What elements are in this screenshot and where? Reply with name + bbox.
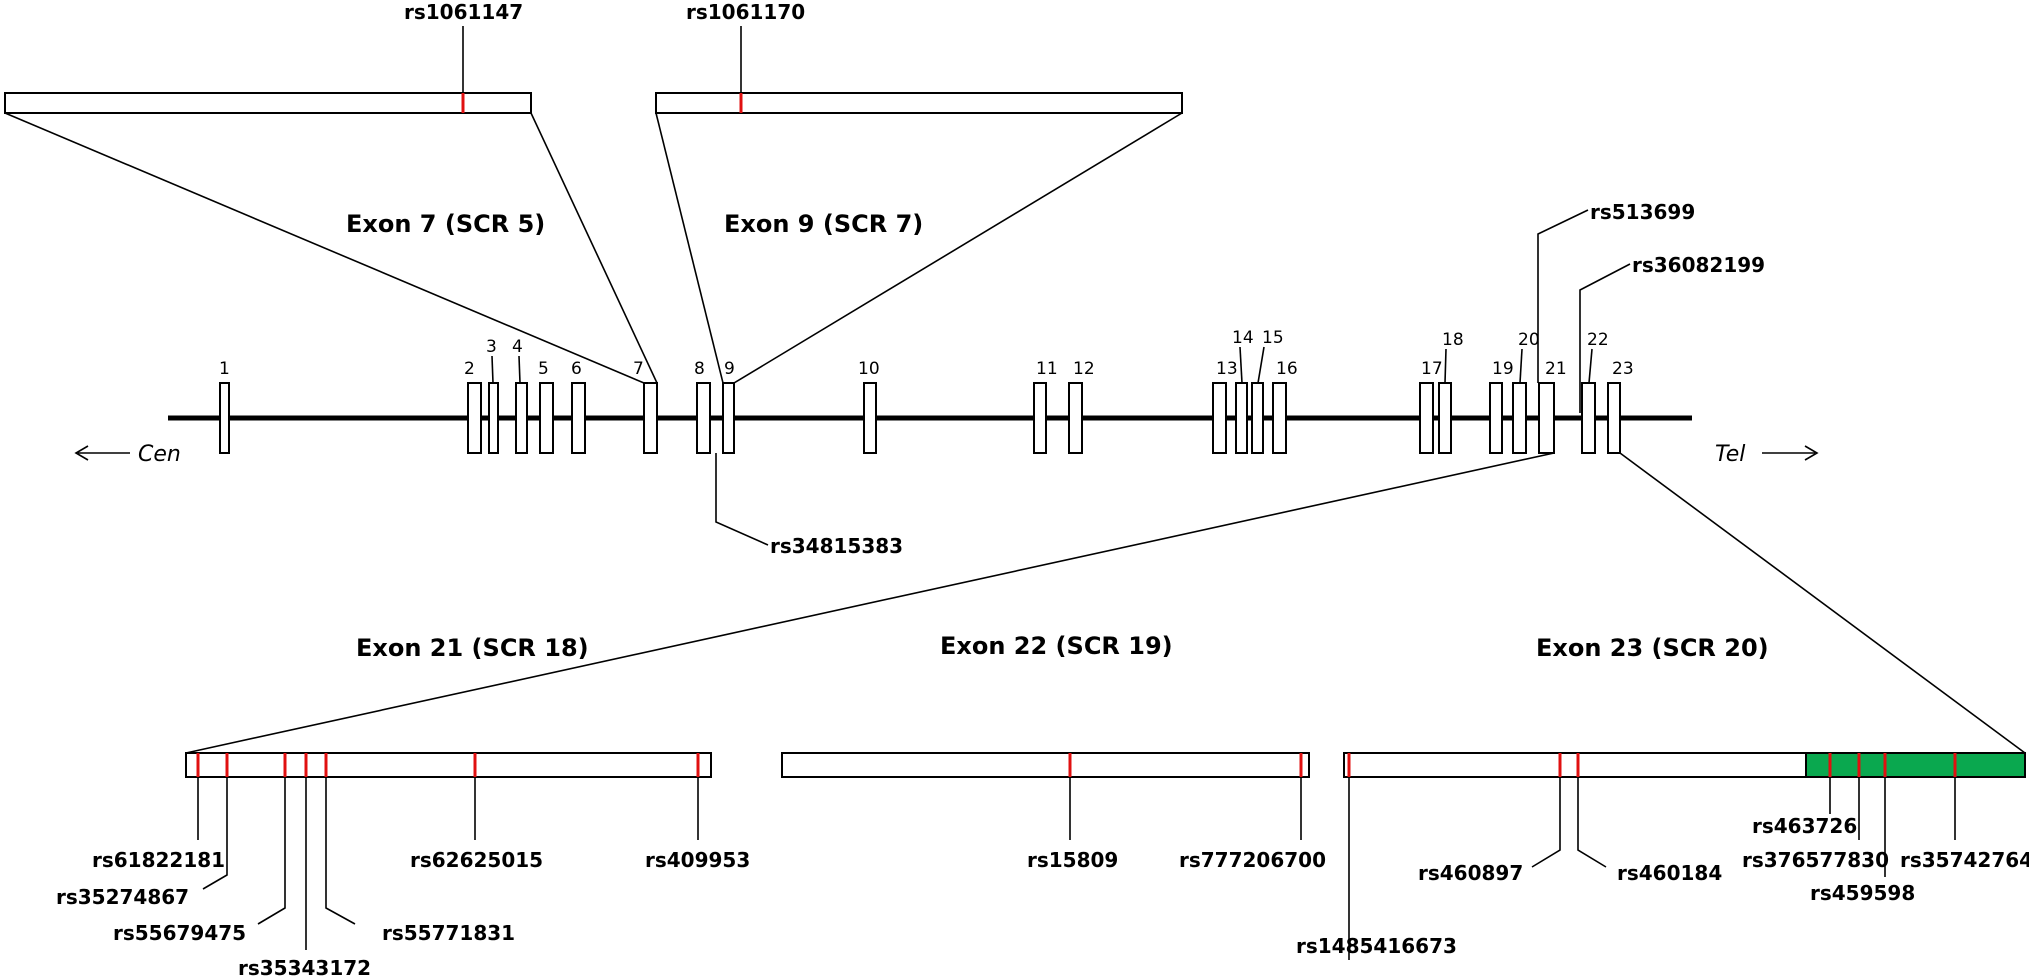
exon-number: 11: [1036, 359, 1058, 379]
exon-7: [643, 382, 658, 454]
exon-19: [1489, 382, 1503, 454]
exon9-zoom-panel: rs1061170 Exon 9 (SCR 7): [655, 0, 1183, 384]
exon-10: [863, 382, 877, 454]
exon-16: [1272, 382, 1287, 454]
exon-number: 7: [633, 359, 644, 379]
snp-label: rs513699: [1590, 200, 1695, 224]
exon-2: [467, 382, 482, 454]
exon-13: [1212, 382, 1227, 454]
exon-17: [1419, 382, 1434, 454]
exon21-title: Exon 21 (SCR 18): [356, 634, 589, 662]
snp-label: rs35274867: [56, 885, 189, 909]
exon21-zoom-panel: rs61822181 rs35274867 rs55679475 rs35343…: [56, 752, 750, 980]
exon-8: [696, 382, 711, 454]
exon23-zoom-connector: [1619, 452, 2026, 754]
exon9-zoom-bar: [655, 92, 1183, 114]
exon-number: 13: [1216, 359, 1238, 379]
exon-number: 15: [1262, 328, 1284, 348]
exon21-zoom-connector: [185, 452, 1555, 754]
exon-number: 23: [1612, 359, 1634, 379]
exon-number: 1: [219, 359, 230, 379]
exon-number: 21: [1545, 359, 1567, 379]
exon-number: 2: [464, 359, 475, 379]
snp-callout-rs513699: rs513699: [1537, 200, 1695, 383]
snp-label: rs55771831: [382, 921, 515, 945]
exon-12: [1068, 382, 1083, 454]
exon-number: 18: [1442, 330, 1464, 350]
exon-number: 22: [1587, 330, 1609, 350]
snp-label: rs376577830: [1742, 848, 1889, 872]
exon-15: [1251, 382, 1264, 454]
exon-1: [219, 382, 230, 454]
exon7-zoom-panel: rs1061147 Exon 7 (SCR 5): [4, 0, 658, 384]
exon-number: 12: [1073, 359, 1095, 379]
exon-number: 20: [1518, 330, 1540, 350]
exon23-title: Exon 23 (SCR 20): [1536, 634, 1769, 662]
exon-number: 5: [538, 359, 549, 379]
exon7-title: Exon 7 (SCR 5): [346, 210, 545, 238]
snp-label: rs1485416673: [1296, 934, 1457, 958]
snp-label: rs1061147: [404, 0, 523, 24]
snp-label: rs55679475: [113, 921, 246, 945]
snp-label: rs463726: [1752, 814, 1857, 838]
exon-11: [1033, 382, 1047, 454]
exon-number: 4: [512, 337, 523, 357]
snp-label: rs35343172: [238, 956, 371, 980]
exon22-title: Exon 22 (SCR 19): [940, 632, 1173, 660]
snp-label: rs409953: [645, 848, 750, 872]
snp-label: rs460897: [1418, 861, 1523, 885]
snp-label: rs459598: [1810, 881, 1915, 905]
snp-label: rs777206700: [1179, 848, 1326, 872]
exon23-zoom-panel: rs1485416673 rs460897 rs460184 rs463726 …: [1296, 752, 2029, 960]
exon-4: [515, 382, 528, 454]
exon-number: 17: [1421, 359, 1443, 379]
exon-9: [722, 382, 735, 454]
exon-21: [1538, 382, 1555, 454]
exon-3: [488, 382, 499, 454]
telomere-label: Tel: [1715, 442, 1745, 467]
highlight-region: [1805, 752, 2026, 778]
snp-label: rs36082199: [1632, 253, 1765, 277]
exon-number: 19: [1492, 359, 1514, 379]
snp-label: rs34815383: [770, 534, 903, 558]
snp-label: rs61822181: [92, 848, 225, 872]
snp-label: rs35742764: [1900, 848, 2029, 872]
exon-5: [539, 382, 554, 454]
exon-number: 10: [858, 359, 880, 379]
telomere-arrow: Tel: [1715, 442, 1819, 467]
exon-number: 6: [571, 359, 582, 379]
snp-callout-rs36082199: rs36082199: [1579, 253, 1765, 413]
exon-18: [1438, 382, 1452, 454]
exon-number: 9: [724, 359, 735, 379]
snp-label: rs62625015: [410, 848, 543, 872]
exon9-title: Exon 9 (SCR 7): [724, 210, 923, 238]
exon-number: 8: [694, 359, 705, 379]
exon-number-labels: 1 2 3 4 5 6 7 8 9 10 11 12 13 14 15 16 1…: [219, 328, 1634, 384]
exon22-zoom-bar: [781, 752, 1310, 778]
exon-14: [1235, 382, 1248, 454]
centromere-label: Cen: [138, 442, 181, 467]
exon7-zoom-bar: [4, 92, 532, 114]
snp-label: rs1061170: [686, 0, 805, 24]
exon21-zoom-bar: [185, 752, 712, 778]
exon-number: 14: [1232, 328, 1254, 348]
exon22-zoom-panel: rs15809 rs777206700: [781, 752, 1326, 872]
exon-22: [1581, 382, 1596, 454]
exon-6: [571, 382, 586, 454]
exon-20: [1512, 382, 1527, 454]
centromere-arrow: Cen: [74, 442, 181, 467]
exon-number: 3: [486, 337, 497, 357]
exon-number: 16: [1276, 359, 1298, 379]
snp-label: rs460184: [1617, 861, 1722, 885]
exon-23: [1607, 382, 1621, 454]
snp-label: rs15809: [1027, 848, 1118, 872]
snp-callout-rs34815383: rs34815383: [715, 453, 903, 558]
